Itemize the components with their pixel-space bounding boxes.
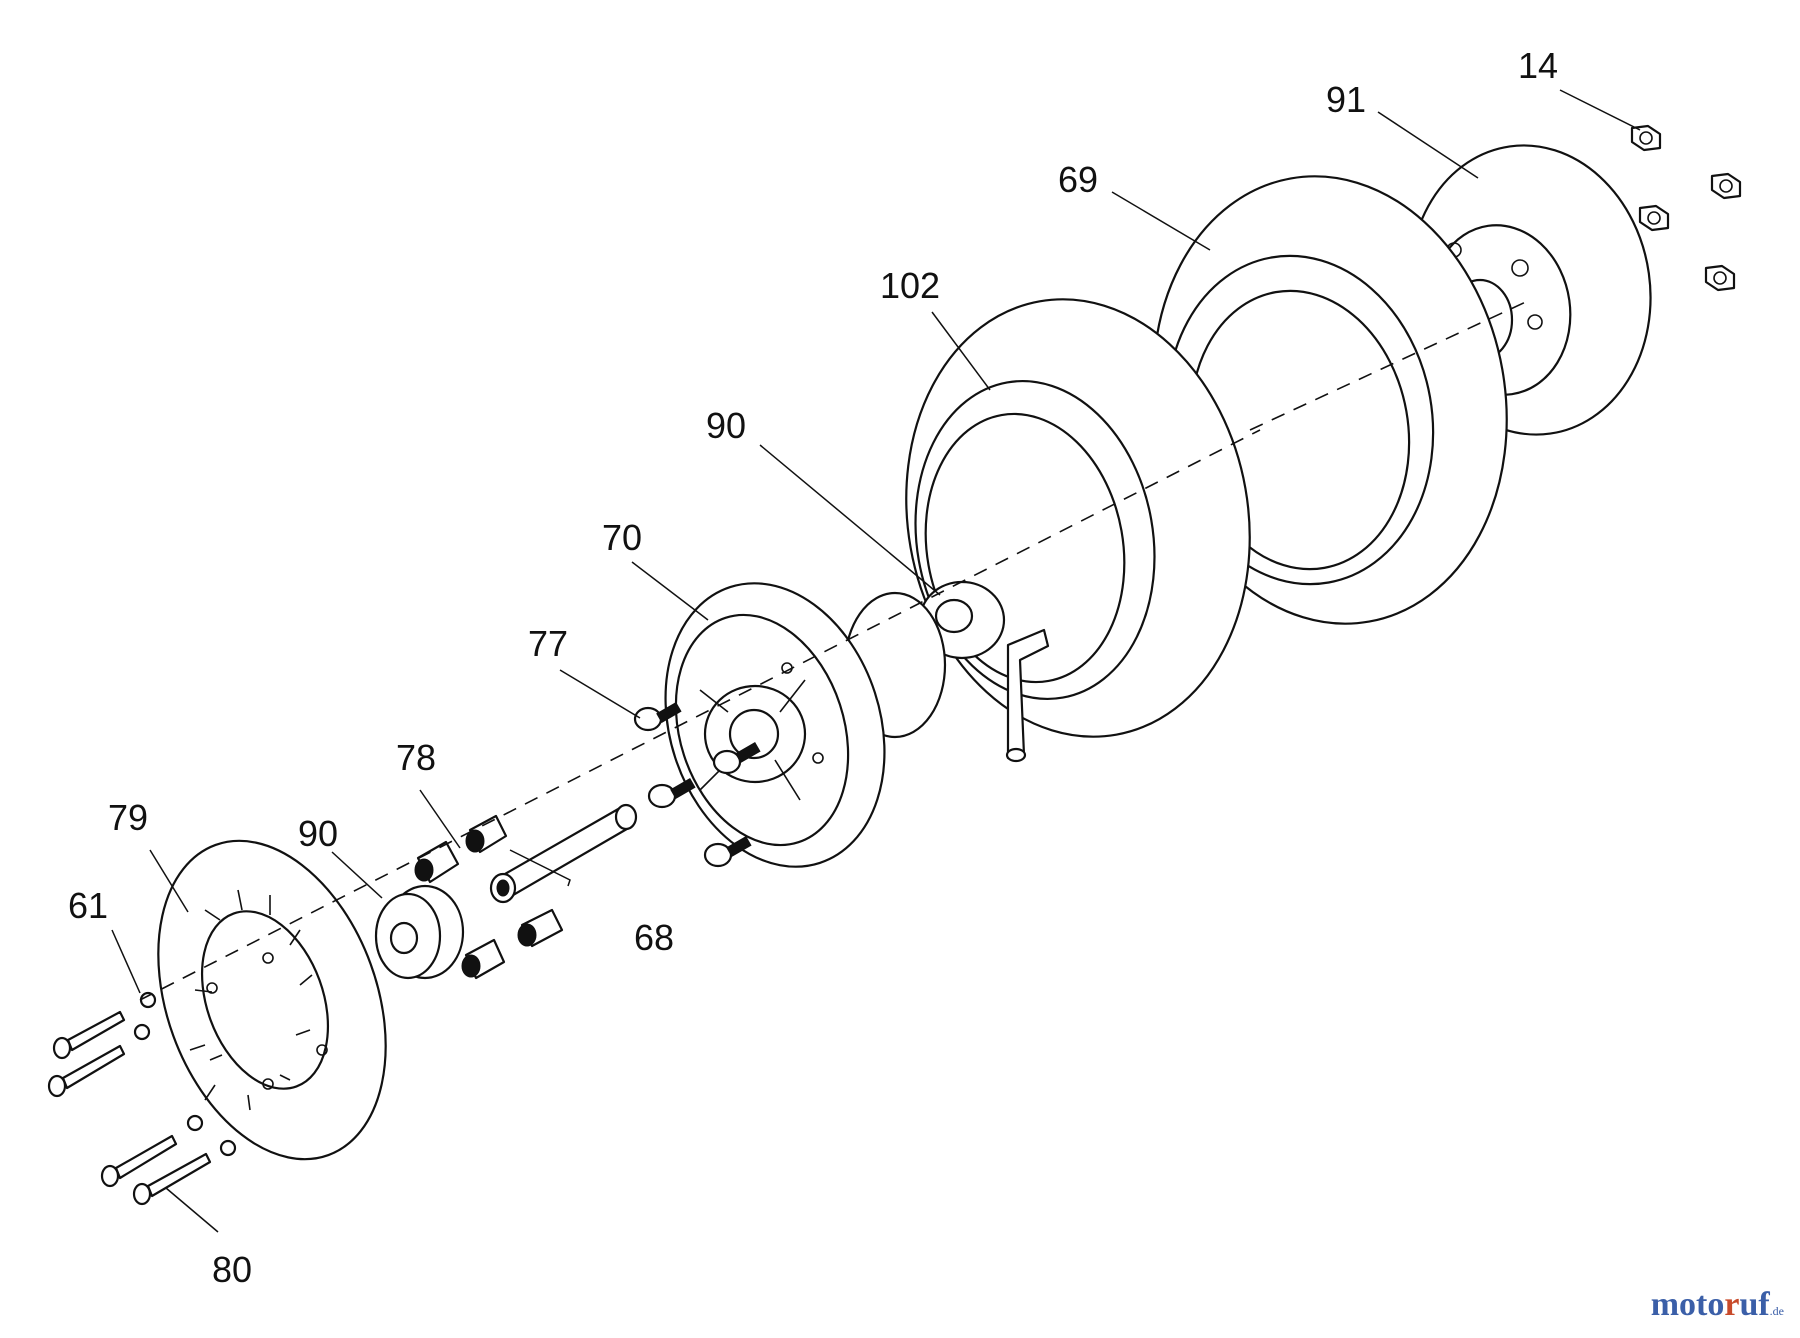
watermark-part-2: r	[1724, 1286, 1740, 1323]
rim-bolt	[633, 701, 761, 868]
rim-half-front	[664, 582, 947, 868]
callout-80: 80	[212, 1249, 252, 1290]
axle-tube	[489, 803, 638, 904]
valve-stem	[1005, 628, 1050, 763]
washer-part	[133, 991, 237, 1157]
callout-14: 14	[1518, 45, 1558, 86]
spacer-part	[414, 814, 564, 980]
callout-90-upper: 90	[706, 405, 746, 446]
watermark-logo: motoruf.de	[1651, 1286, 1784, 1324]
callout-68: 68	[634, 917, 674, 958]
callout-78: 78	[396, 737, 436, 778]
callout-91: 91	[1326, 79, 1366, 120]
leader-lines	[111, 89, 1641, 1233]
callout-77: 77	[528, 623, 568, 664]
callout-90-lower: 90	[298, 813, 338, 854]
callout-labels: 14 91 69 102 90 70 77 78 79 90 61 68 80	[68, 45, 1558, 1290]
watermark-part-1: moto	[1650, 1286, 1725, 1323]
callout-70: 70	[602, 517, 642, 558]
assembly-axis	[139, 299, 1531, 1001]
callout-102: 102	[880, 265, 940, 306]
watermark-suffix: .de	[1769, 1304, 1784, 1318]
bearing-lower	[374, 884, 465, 980]
callout-79: 79	[108, 797, 148, 838]
nut-part	[1630, 124, 1742, 292]
screw-part	[47, 1010, 212, 1206]
callout-69: 69	[1058, 159, 1098, 200]
watermark-part-3: uf	[1739, 1286, 1770, 1323]
brake-disc	[157, 839, 387, 1161]
callout-61: 61	[68, 885, 108, 926]
